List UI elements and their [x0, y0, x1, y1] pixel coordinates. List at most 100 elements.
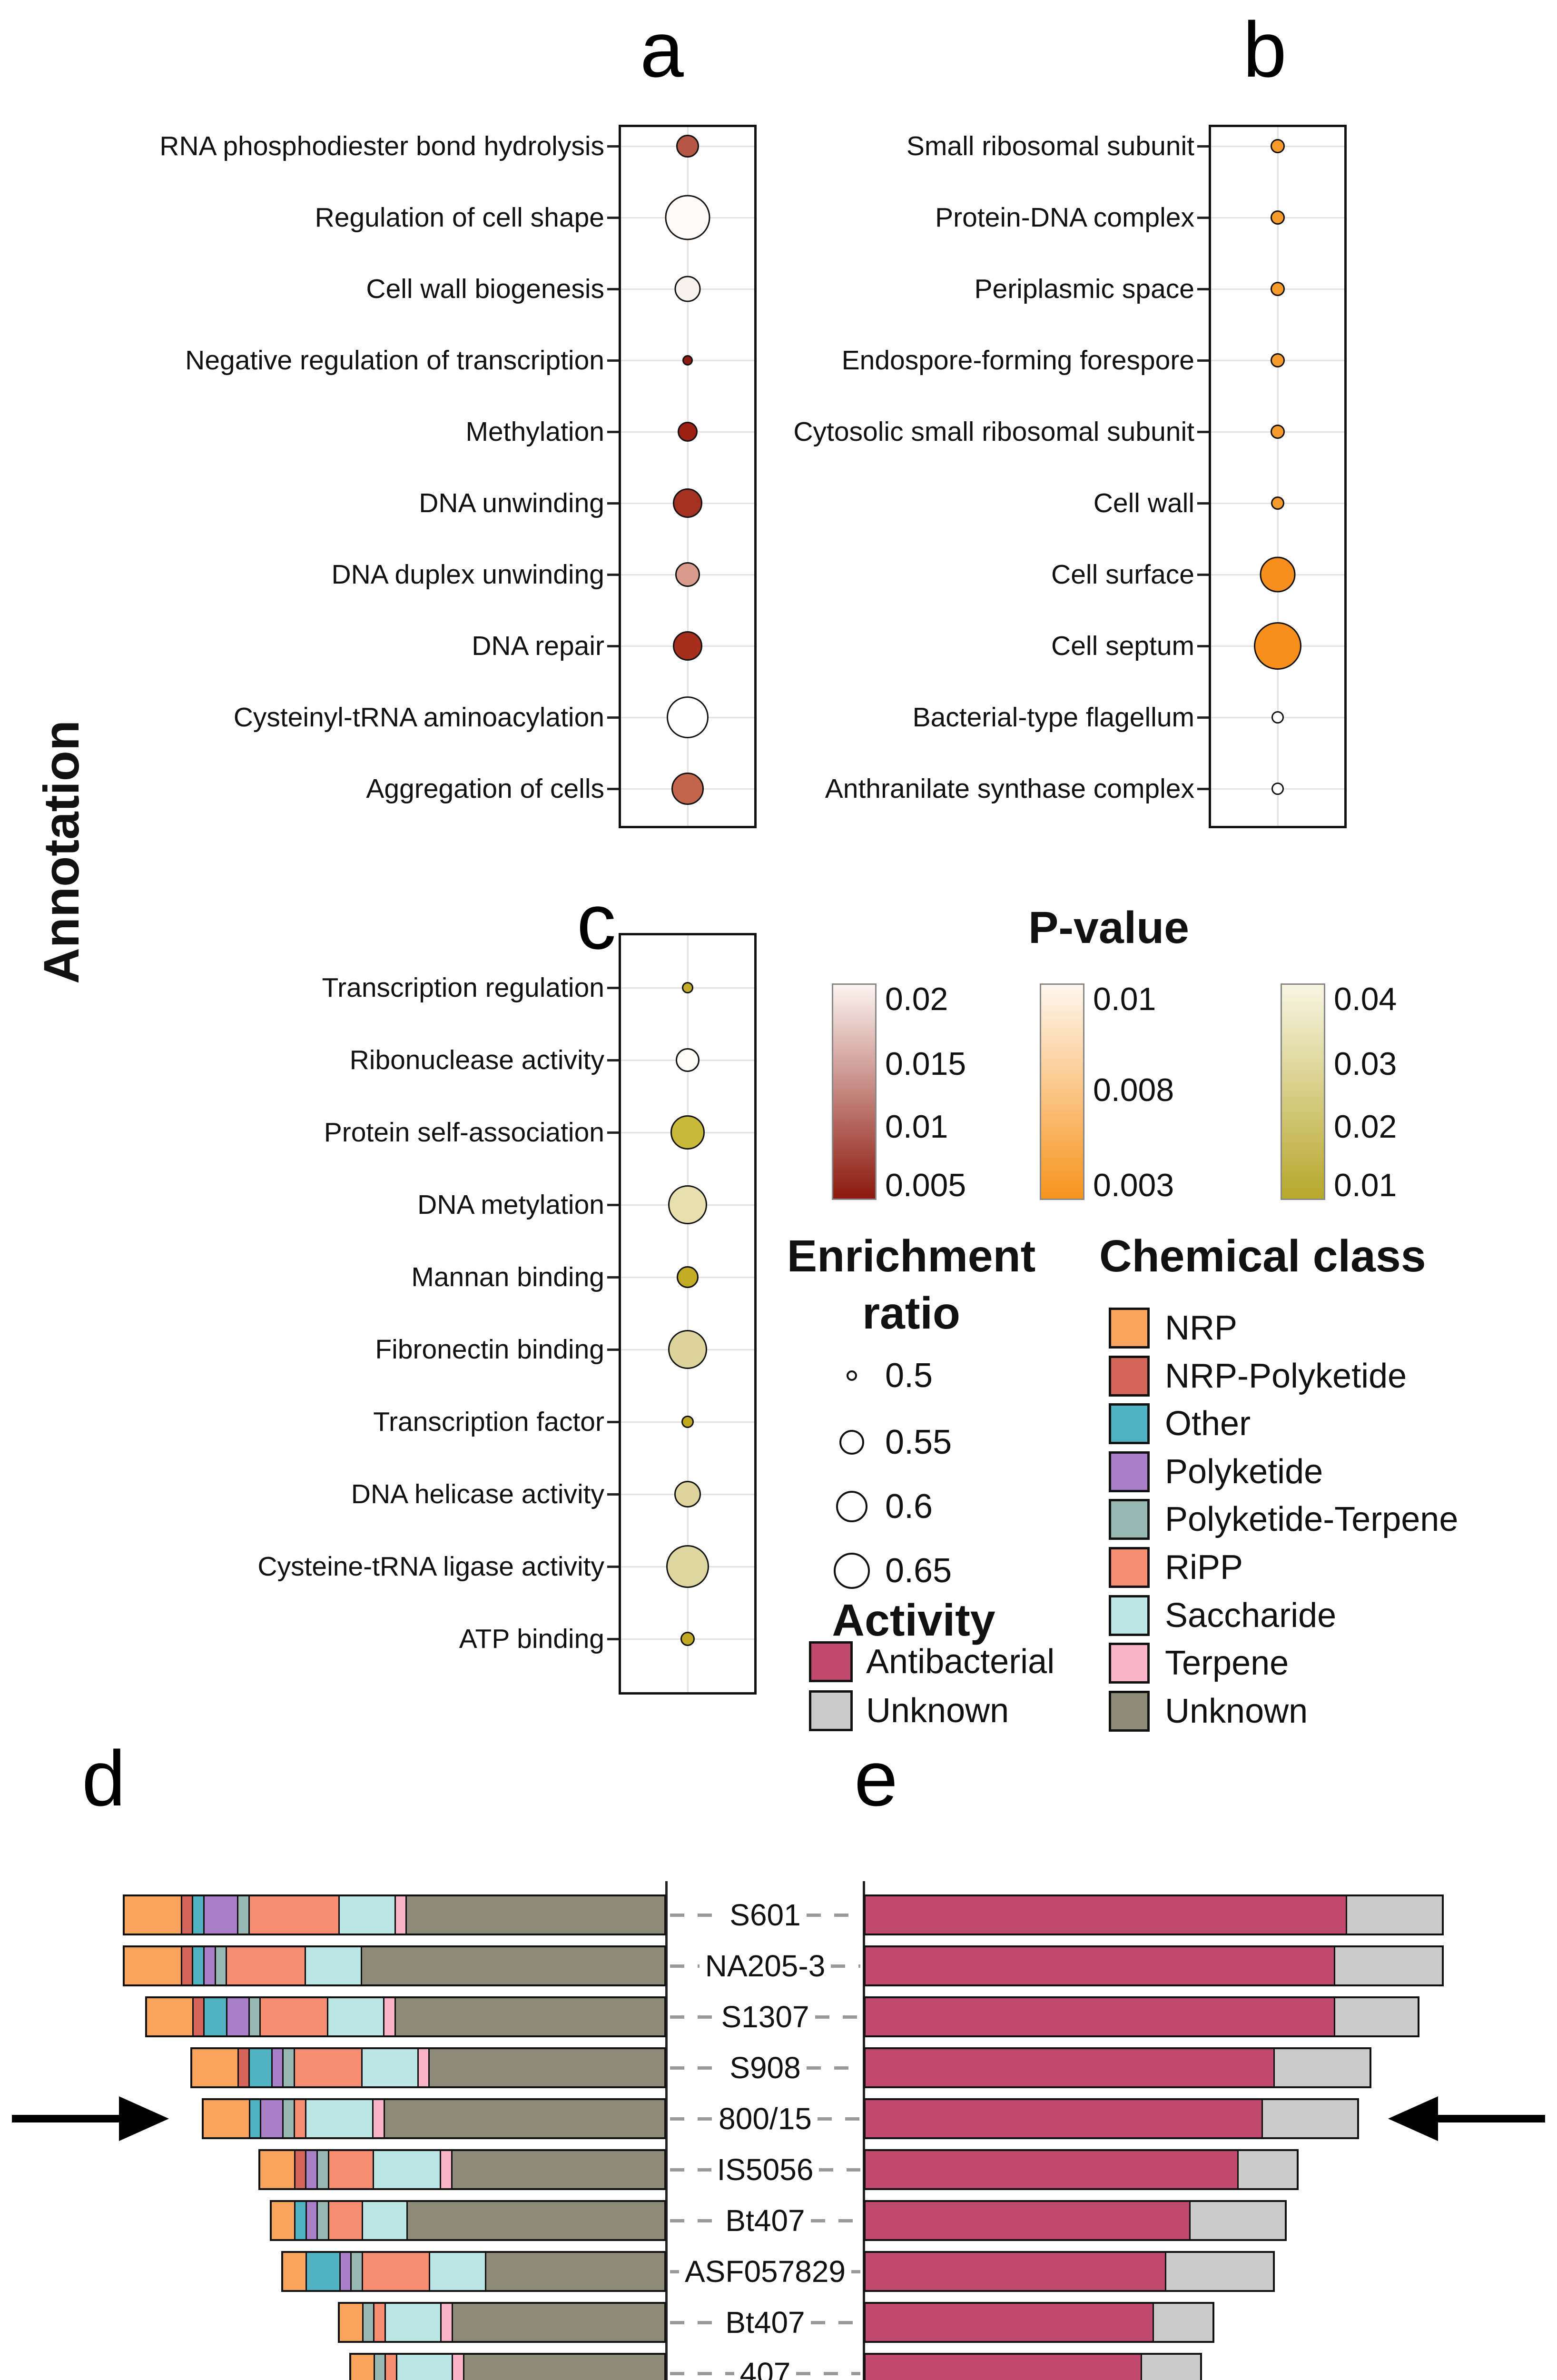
- chemclass-legend-title: Chemical class: [1099, 1231, 1426, 1281]
- chemclass-swatch: [1109, 1643, 1150, 1684]
- d-segment-Unknown: [452, 2304, 664, 2341]
- strain-label-row: S908: [670, 2051, 860, 2085]
- annotation-dot: [665, 195, 710, 240]
- dot-row-tick: [607, 1638, 619, 1640]
- annotation-dot: [1254, 622, 1301, 670]
- dot-row-label: Protein self-association: [324, 1117, 604, 1148]
- dot-row-tick: [607, 1059, 619, 1061]
- d-bar-ASF057829: [281, 2251, 666, 2292]
- dot-row-label: Small ribosomal subunit: [906, 131, 1194, 161]
- annotation-dot: [1271, 496, 1284, 510]
- d-bar-S1307: [145, 1996, 666, 2037]
- dot-row-label: RNA phosphodiester bond hydrolysis: [159, 131, 604, 161]
- annotation-dot: [674, 276, 701, 302]
- chemclass-swatch: [1109, 1690, 1150, 1732]
- pvalue-colorbar-ticklabel: 0.01: [1093, 981, 1156, 1017]
- chemclass-swatch: [1109, 1355, 1150, 1397]
- leader-dash-right: [831, 1964, 860, 1968]
- d-segment-NRP: [260, 2151, 294, 2188]
- d-bar-800/15: [202, 2098, 666, 2139]
- dot-row-tick: [607, 1566, 619, 1568]
- strain-label-row: S1307: [670, 2000, 860, 2034]
- e-segment-Unknown: [1152, 2304, 1212, 2341]
- dot-row-label: ATP binding: [459, 1624, 604, 1654]
- d-segment-RiPP: [259, 1998, 327, 2035]
- dot-row-tick: [607, 788, 619, 790]
- chemclass-label: Polyketide: [1165, 1452, 1323, 1491]
- e-bar-407: [864, 2353, 1202, 2380]
- leader-dash-right: [796, 2371, 860, 2375]
- e-segment-Unknown: [1334, 1947, 1442, 1984]
- d-segment-Saccharide: [338, 1896, 394, 1934]
- chemclass-swatch: [1109, 1403, 1150, 1445]
- enrichment-legend-title-line2: ratio: [862, 1288, 960, 1339]
- d-segment-Unknown: [463, 2355, 664, 2380]
- dot-row-tick: [1197, 288, 1209, 290]
- dot-row-label: Cysteine-tRNA ligase activity: [257, 1551, 604, 1582]
- pvalue-colorbar-ticklabel: 0.02: [885, 981, 948, 1017]
- d-segment-Polyketide: [226, 1998, 248, 2035]
- chemclass-swatch: [1109, 1308, 1150, 1349]
- dot-row-tick: [607, 716, 619, 719]
- d-segment-Polyketide-Terpene: [248, 1998, 260, 2035]
- dot-row-tick: [1197, 645, 1209, 647]
- chemclass-label: Polyketide-Terpene: [1165, 1500, 1458, 1539]
- dot-panel-b-vgrid: [1277, 127, 1279, 826]
- e-segment-Antibacterial: [866, 2202, 1189, 2239]
- annotation-dot: [671, 773, 704, 805]
- d-segment-RiPP: [327, 2202, 362, 2239]
- pvalue-colorbar-ticklabel: 0.01: [1334, 1167, 1397, 1204]
- strain-label-row: IS5056: [670, 2152, 860, 2187]
- panel-d-right-spine: [665, 1881, 668, 2380]
- d-segment-Polyketide: [339, 2253, 351, 2290]
- d-segment-Terpene: [394, 1896, 406, 1934]
- d-bar-Bt407: [270, 2200, 666, 2241]
- e-segment-Unknown: [1189, 2202, 1285, 2239]
- strain-label: IS5056: [717, 2152, 814, 2187]
- dot-row-label: Mannan binding: [411, 1262, 604, 1292]
- d-segment-NRP-Polyketide: [294, 2151, 305, 2188]
- annotation-dot: [674, 1481, 701, 1507]
- strain-label: S908: [729, 2051, 801, 2085]
- leader-dash-right: [851, 2270, 860, 2273]
- d-segment-Unknown: [451, 2151, 664, 2188]
- e-bar-ASF057829: [864, 2251, 1275, 2292]
- annotation-dot: [1271, 282, 1285, 296]
- activity-label: Antibacterial: [866, 1643, 1055, 1681]
- d-segment-Polyketide-Terpene: [282, 2100, 294, 2137]
- d-segment-Polyketide-Terpene: [362, 2304, 374, 2341]
- strain-label-row: 407: [670, 2356, 860, 2380]
- e-bar-NA205-3: [864, 1945, 1444, 1986]
- pvalue-colorbar-ticklabel: 0.003: [1093, 1167, 1174, 1204]
- dot-row-label: Cell wall: [1093, 488, 1194, 518]
- activity-label: Unknown: [866, 1692, 1009, 1730]
- enrichment-size-circle: [834, 1553, 870, 1589]
- e-segment-Antibacterial: [866, 2100, 1261, 2137]
- annotation-dot: [676, 135, 699, 158]
- d-segment-NRP: [339, 2304, 362, 2341]
- e-segment-Unknown: [1346, 1896, 1442, 1934]
- enrichment-size-label: 0.5: [885, 1357, 933, 1395]
- d-segment-NRP-Polyketide: [180, 1896, 192, 1934]
- chemclass-swatch: [1109, 1451, 1150, 1492]
- dot-row-tick: [1197, 788, 1209, 790]
- dot-row-tick: [1197, 431, 1209, 433]
- pvalue-legend-title: P-value: [1028, 902, 1189, 953]
- annotation-dot: [1271, 139, 1285, 153]
- chemclass-label: Other: [1165, 1405, 1251, 1443]
- dot-row-label: DNA helicase activity: [351, 1479, 604, 1509]
- d-segment-NRP-Polyketide: [192, 1998, 204, 2035]
- d-segment-NRP: [351, 2355, 374, 2380]
- d-segment-NRP-Polyketide: [180, 1947, 192, 1984]
- leader-dash-right: [810, 2219, 860, 2222]
- chemclass-label: NRP: [1165, 1309, 1238, 1347]
- d-segment-RiPP: [248, 1896, 338, 1934]
- dot-row-label: Transcription regulation: [322, 972, 604, 1003]
- pvalue-colorbar-ticklabel: 0.02: [1334, 1109, 1397, 1145]
- e-segment-Unknown: [1165, 2253, 1273, 2290]
- d-segment-NRP: [192, 2049, 237, 2086]
- d-segment-Terpene: [417, 2049, 429, 2086]
- strain-label: ASF057829: [684, 2254, 846, 2289]
- e-bar-S1307: [864, 1996, 1420, 2037]
- dot-row-tick: [1197, 574, 1209, 576]
